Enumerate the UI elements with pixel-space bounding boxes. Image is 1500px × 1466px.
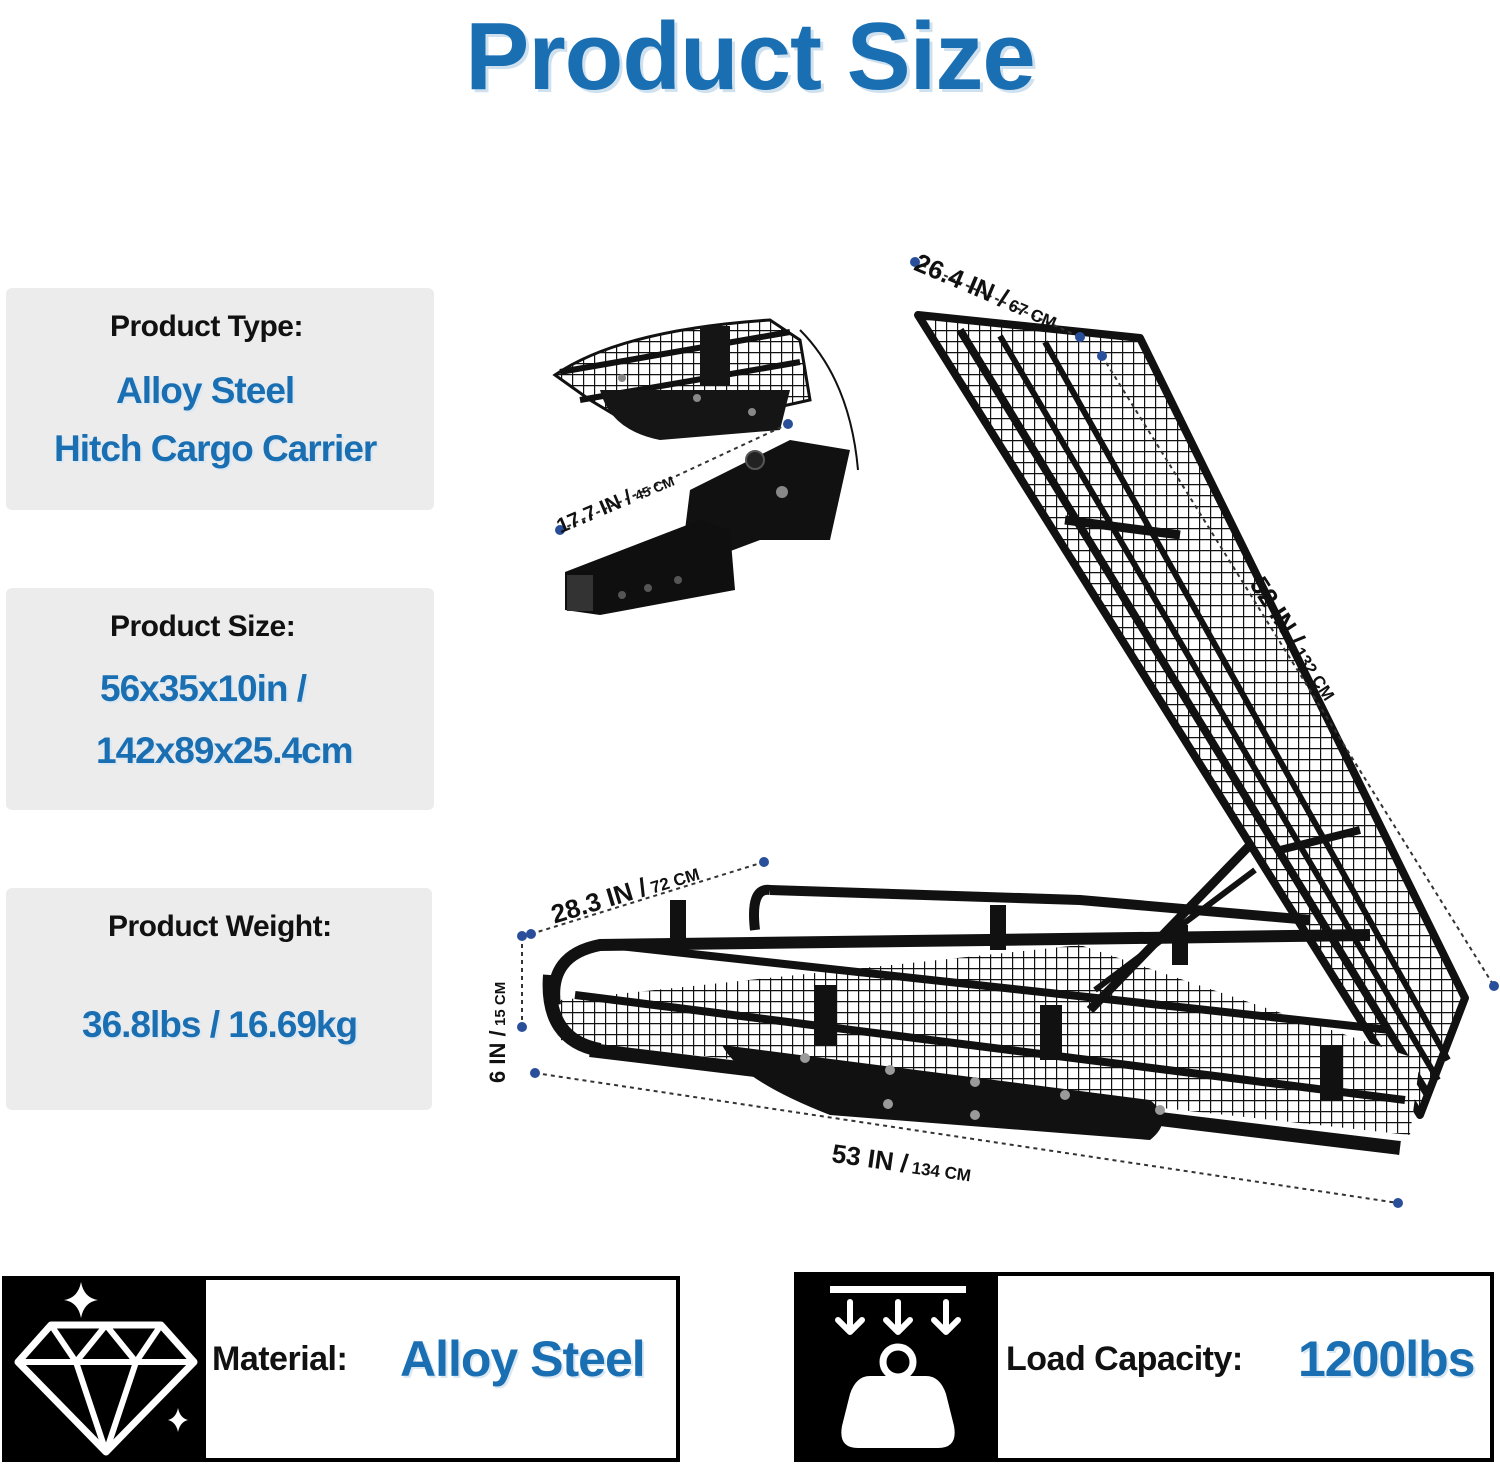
spec-card-weight: Product Weight: 36.8lbs / 16.69kg [6,888,432,1110]
weight-icon [798,1276,998,1458]
dimension-dots [517,257,1499,1208]
load-capacity-value: 1200lbs [1298,1331,1475,1387]
load-capacity-label: Load Capacity: [1006,1340,1243,1378]
feature-material: Material: Alloy Steel [2,1276,680,1462]
dimension-lines [521,261,1495,1204]
dim-height: 6 IN / 15 CM [485,982,511,1083]
page-title: Product Size [465,3,1035,110]
dim-height-imperial: 6 IN / [485,1030,510,1083]
spec-value-type-line2: Hitch Cargo Carrier [54,428,377,469]
spec-label-size: Product Size: [110,610,296,643]
spec-value-size-line2: 142x89x25.4cm [96,730,354,771]
spec-label-type: Product Type: [110,310,303,343]
dim-height-metric: 15 CM [492,981,509,1026]
spec-label-weight: Product Weight: [108,910,332,943]
material-label: Material: [212,1340,348,1378]
spec-value-type-line1: Alloy Steel [116,370,295,411]
spec-value-size-line1: 56x35x10in / [100,668,307,709]
cargo-carrier-illustration [517,257,1499,1208]
hitch-detail [552,318,860,615]
spec-value-weight: 36.8lbs / 16.69kg [82,1004,358,1045]
dim-basket-length-metric: 134 CM [910,1158,973,1186]
diamond-icon [6,1280,206,1458]
ramp [914,311,1469,1119]
basket [542,841,1420,1155]
material-value: Alloy Steel [400,1331,646,1387]
spec-card-size: Product Size: 56x35x10in / 142x89x25.4cm [6,588,434,810]
feature-load-capacity: Load Capacity: 1200lbs [794,1272,1494,1462]
spec-card-type: Product Type: Alloy Steel Hitch Cargo Ca… [6,288,434,510]
